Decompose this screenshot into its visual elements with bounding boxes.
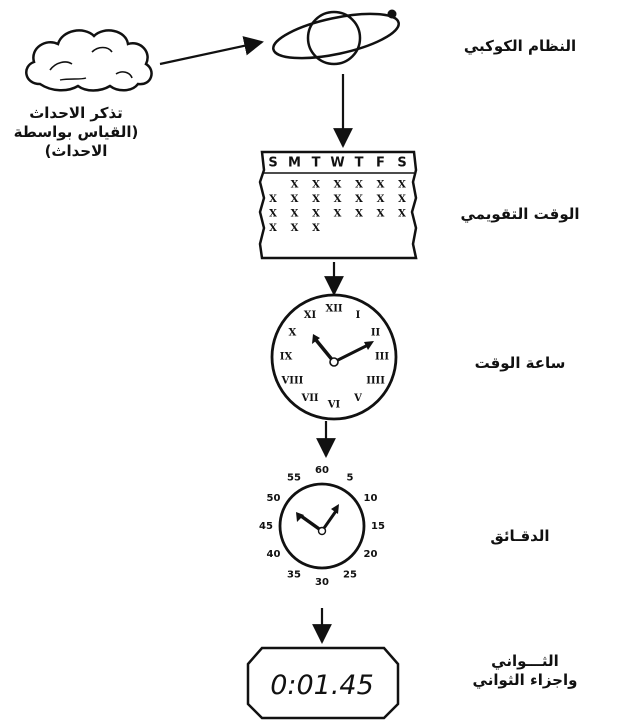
calendar-day-mark: X [312,180,320,191]
calendar-day-mark: X [355,194,363,205]
dial-minute-hand-tip [331,504,339,514]
digital-readout-text: 0:01.45 [270,670,374,701]
clock-numeral: IIII [366,376,385,387]
calendar-day-mark: X [312,194,320,205]
calendar-day-mark: X [291,223,299,234]
calendar-day-mark: X [398,180,406,191]
memory-label-line-1: تذكر الاحداث [29,104,123,122]
calendar-day-mark: X [312,209,320,220]
minute-dial-number: 55 [287,473,301,484]
digital-display-icon: 0:01.45 [246,646,400,720]
calendar-day-mark: X [334,194,342,205]
minute-hand [333,343,369,364]
calendar-day-mark: X [355,180,363,191]
clock-numeral: V [353,393,362,404]
calendar-day-mark: X [377,209,385,220]
clock-numeral: X [289,328,297,339]
seconds-label-line-2: واجزاء الثواني [472,671,578,689]
planetary-label: النظام الكوكبي [463,37,577,55]
calendar-day-mark: X [291,180,299,191]
calendar-day-mark: X [269,209,277,220]
minute-hand-tip [364,341,374,350]
clock-numeral: XI [304,310,317,321]
dial-hour-hand-tip [296,512,304,522]
calendar-day-header: S [268,156,277,171]
calendar-day-header: T [312,156,321,171]
calendar-day-header: W [330,156,344,171]
clock-numeral: VIII [281,376,304,387]
planet-orbit-icon [272,9,400,66]
memory-label-line-2: (القياس بواسطة [13,123,139,141]
clock-numeral: III [375,352,389,363]
cloud-icon [25,29,153,92]
clock-numeral: VII [300,393,318,404]
dial-hour-hand [299,514,324,533]
minute-dial-number: 15 [371,521,385,532]
calendar-day-mark: X [355,209,363,220]
calendar-day-header: T [355,156,364,171]
calendar-day-mark: X [269,223,277,234]
calendar-day-header: M [288,156,301,171]
calendar-day-mark: X [334,180,342,191]
minute-dial-number: 45 [259,521,273,532]
clock-numeral: I [356,310,361,321]
hour-hand-tip [312,334,320,344]
minute-dial-number: 30 [315,577,329,588]
calendar-label: الوقت التقويمي [460,205,580,223]
calendar-day-mark: X [312,223,320,234]
calendar-day-header: S [397,156,406,171]
clock-numeral: VI [327,400,341,411]
seconds-label: الثـــواني واجزاء الثواني [450,652,600,690]
minute-dial-number: 50 [267,493,281,504]
minute-dial-icon: 60 5 10 15 20 25 30 35 40 45 50 55 [259,465,385,588]
calendar-day-mark: X [291,194,299,205]
clock-label: ساعة الوقت [474,354,566,372]
calendar-day-mark: X [291,209,299,220]
memory-label: تذكر الاحداث (القياس بواسطة الاحداث) [6,104,146,161]
clock-numeral: XII [325,304,342,315]
calendar-day-mark: X [377,194,385,205]
calendar-day-mark: X [377,180,385,191]
clock-numeral: II [371,328,381,339]
calendar-day-header: F [376,156,385,171]
minutes-label: الدقـائق [490,527,550,545]
minute-dial-number: 5 [347,473,354,484]
minute-dial-number: 40 [267,549,281,560]
memory-label-line-3: الاحداث) [44,142,108,160]
minute-dial-number: 60 [315,465,329,476]
calendar-day-mark: X [269,194,277,205]
minute-dial-number: 10 [364,493,378,504]
minute-dial-number: 35 [287,569,301,580]
minute-dial-number: 20 [364,549,378,560]
calendar-day-mark: X [398,209,406,220]
minute-dial-number: 25 [343,569,357,580]
clock-numeral: IX [280,352,293,363]
seconds-label-line-1: الثـــواني [491,652,559,670]
calendar-day-mark: X [398,194,406,205]
calendar-day-mark: X [334,209,342,220]
arrow-memory-to-planetary [159,36,264,66]
